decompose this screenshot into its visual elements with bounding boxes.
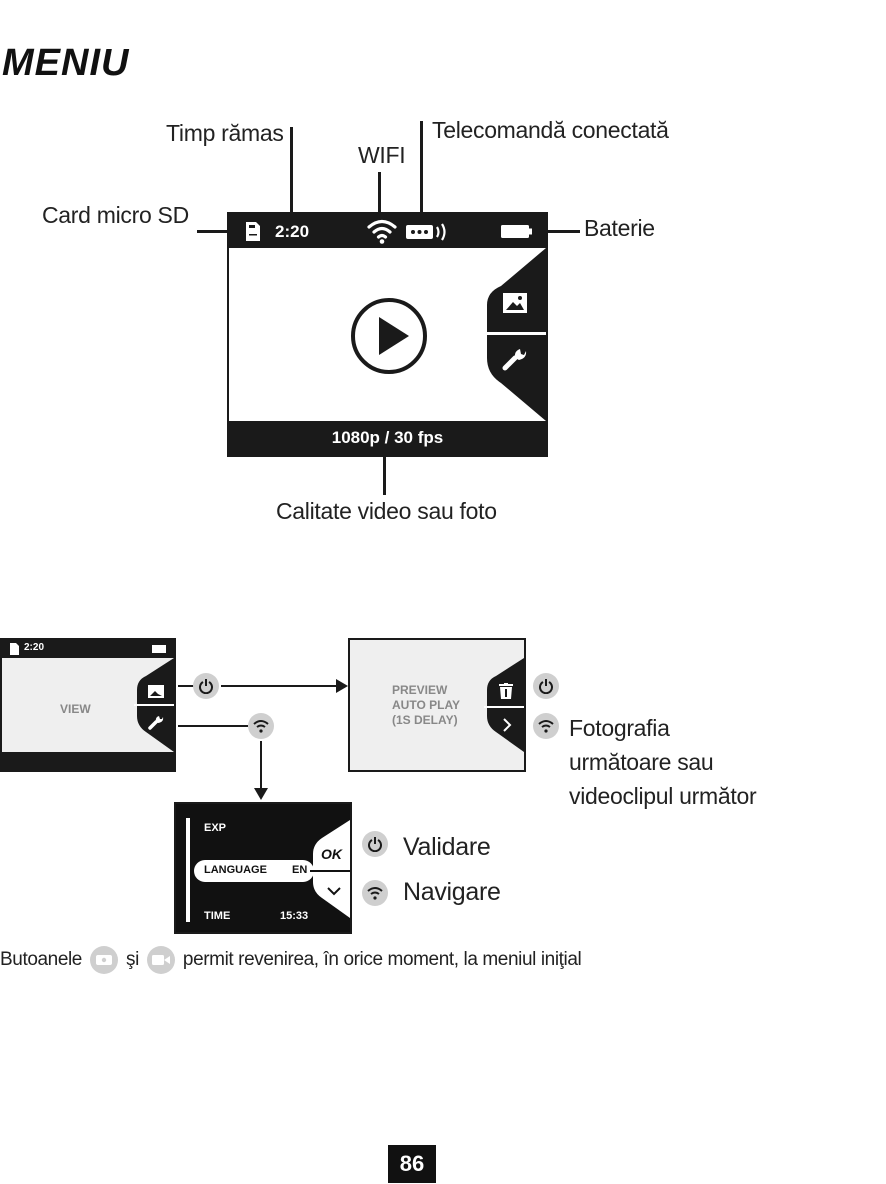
quality-bar: 1080p / 30 fps bbox=[229, 421, 546, 455]
view-screen: 2:20 VIEW bbox=[0, 638, 176, 772]
camera-screen: 2:20 bbox=[227, 212, 548, 457]
side-menu-panel bbox=[483, 248, 546, 421]
legend-next-line-3: videoclipul următor bbox=[569, 783, 757, 809]
footer-part-3: permit revenirea, în orice moment, la me… bbox=[182, 949, 582, 970]
preview-line-1: PREVIEW bbox=[392, 683, 448, 697]
view-label: VIEW bbox=[60, 702, 91, 716]
preview-line-2: AUTO PLAY bbox=[392, 698, 461, 712]
leader-line bbox=[420, 121, 423, 213]
preview-line-3: (1S DELAY) bbox=[392, 713, 458, 727]
view-status-bar: 2:20 bbox=[2, 640, 174, 658]
preview-text: PREVIEW AUTO PLAY (1S DELAY) bbox=[392, 683, 460, 728]
video-mode-button-icon bbox=[146, 946, 175, 974]
callout-telecomanda: Telecomandă conectată bbox=[432, 117, 669, 143]
setting-exp[interactable]: EXP bbox=[204, 822, 227, 834]
side-menu-panel bbox=[134, 658, 174, 752]
setting-language-label: LANGUAGE bbox=[204, 864, 267, 876]
wifi-icon bbox=[362, 880, 388, 906]
callout-timp-ramas: Timp rămas bbox=[166, 120, 284, 146]
side-menu-panel bbox=[310, 820, 350, 918]
sd-card-icon bbox=[10, 643, 19, 655]
battery-icon bbox=[501, 225, 532, 238]
page-number: 86 bbox=[388, 1145, 436, 1183]
flow-line bbox=[178, 685, 194, 687]
power-icon bbox=[193, 673, 219, 699]
page-title: MENIU bbox=[2, 42, 130, 84]
flow-line bbox=[178, 725, 248, 727]
setting-language-value: EN bbox=[292, 864, 308, 876]
chevron-down-icon[interactable] bbox=[327, 886, 341, 896]
power-icon bbox=[362, 831, 388, 857]
power-icon bbox=[533, 673, 559, 699]
footer-sentence: Butoanele şi permit revenirea, în orice … bbox=[0, 946, 582, 974]
arrow-head bbox=[254, 788, 268, 800]
gallery-icon[interactable] bbox=[503, 293, 527, 313]
callout-baterie: Baterie bbox=[584, 215, 655, 241]
legend-next-line-1: Fotografia bbox=[569, 715, 670, 741]
legend-navigare: Navigare bbox=[403, 878, 501, 906]
footer-part-2: şi bbox=[125, 949, 139, 970]
preview-screen: PREVIEW AUTO PLAY (1S DELAY) bbox=[348, 638, 526, 772]
wifi-icon bbox=[533, 713, 559, 739]
scroll-indicator bbox=[186, 818, 190, 922]
gallery-icon[interactable] bbox=[148, 685, 164, 698]
wrench-icon[interactable] bbox=[502, 346, 528, 372]
battery-icon bbox=[152, 645, 166, 653]
photo-mode-button-icon bbox=[89, 946, 118, 974]
view-time: 2:20 bbox=[24, 642, 45, 653]
side-menu-panel bbox=[484, 658, 524, 752]
leader-line bbox=[546, 230, 580, 233]
setting-time[interactable]: TIME bbox=[204, 910, 231, 922]
legend-next-media: Fotografia următoare sau videoclipul urm… bbox=[569, 711, 757, 813]
leader-line bbox=[383, 455, 386, 495]
view-bottom-bar bbox=[2, 752, 174, 770]
settings-screen: EXP LANGUAGE EN TIME 15:33 OK bbox=[174, 802, 352, 934]
wrench-icon[interactable] bbox=[148, 714, 164, 730]
wifi-icon bbox=[248, 713, 274, 739]
chevron-right-icon[interactable] bbox=[502, 718, 512, 732]
callout-wifi: WIFI bbox=[358, 142, 406, 168]
legend-validare: Validare bbox=[403, 833, 491, 861]
leader-line bbox=[290, 127, 293, 213]
flow-arrow bbox=[260, 741, 262, 789]
delete-icon[interactable] bbox=[499, 683, 513, 699]
play-button[interactable] bbox=[349, 296, 429, 376]
remote-connected-icon bbox=[406, 223, 446, 241]
arrow-head bbox=[336, 679, 348, 693]
callout-card-sd: Card micro SD bbox=[42, 202, 189, 228]
leader-line bbox=[197, 230, 227, 233]
time-remaining: 2:20 bbox=[275, 222, 310, 241]
leader-line bbox=[378, 172, 381, 213]
setting-language-row[interactable]: LANGUAGE EN bbox=[194, 860, 314, 882]
callout-calitate: Calitate video sau foto bbox=[276, 498, 497, 524]
status-bar: 2:20 bbox=[229, 214, 546, 248]
footer-part-1: Butoanele bbox=[0, 949, 82, 970]
wifi-icon bbox=[367, 219, 397, 244]
sd-card-icon bbox=[246, 222, 260, 241]
legend-next-line-2: următoare sau bbox=[569, 749, 714, 775]
ok-button[interactable]: OK bbox=[321, 846, 342, 862]
setting-time-value: 15:33 bbox=[280, 910, 309, 922]
flow-arrow bbox=[221, 685, 339, 687]
